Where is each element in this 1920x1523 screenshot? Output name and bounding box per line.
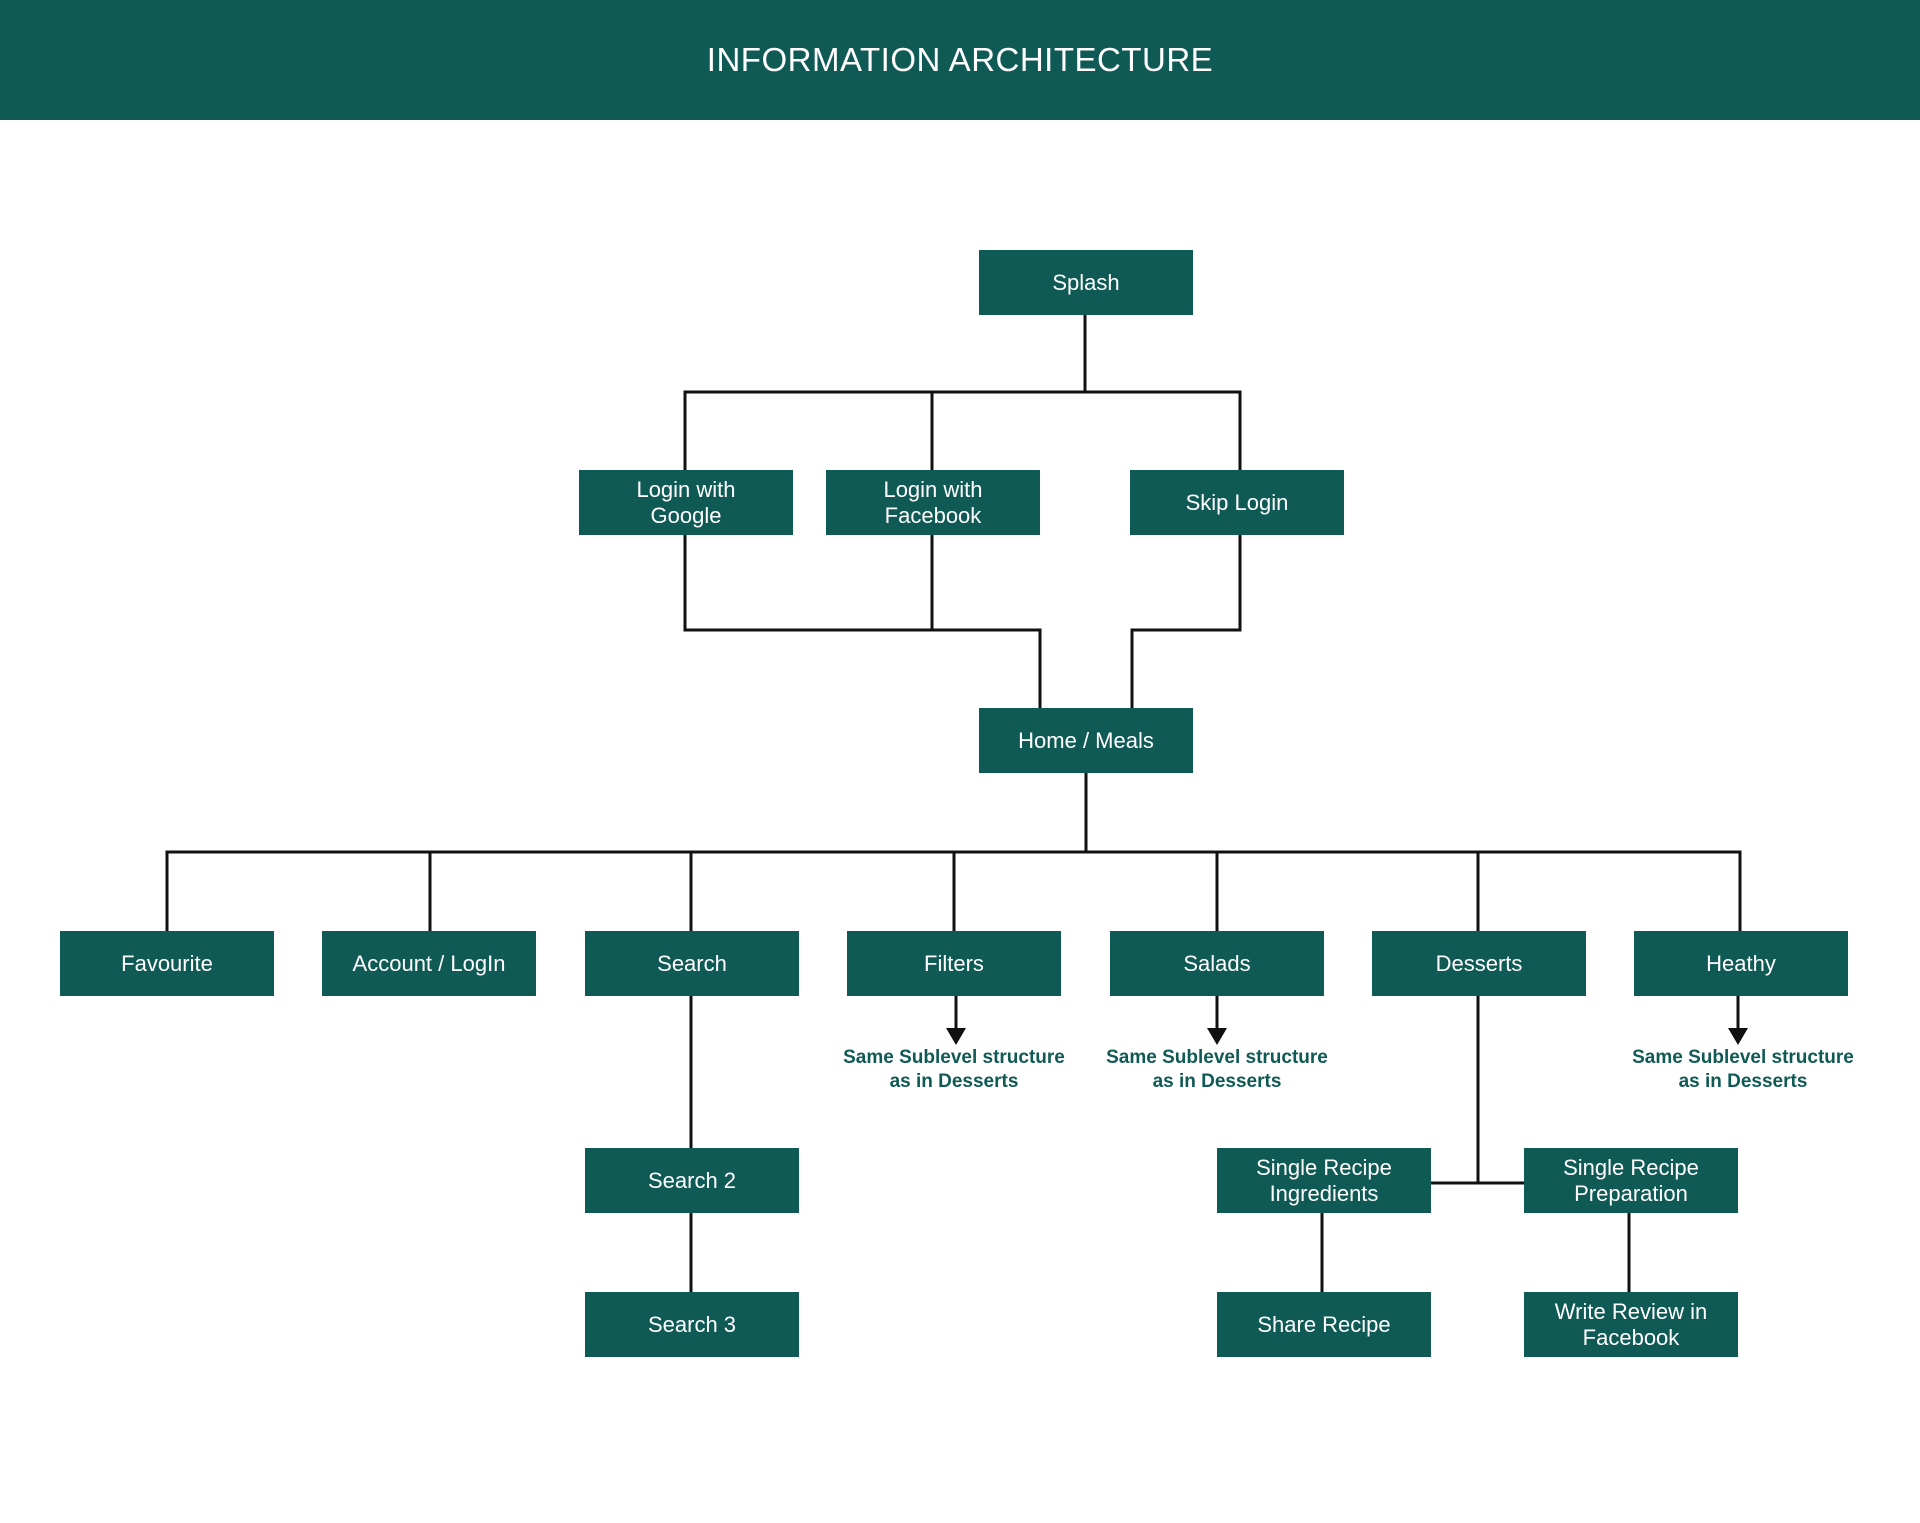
node-search-2: Search 2 (585, 1148, 799, 1213)
node-single-recipe-ingredients: Single Recipe Ingredients (1217, 1148, 1431, 1213)
header-bar: INFORMATION ARCHITECTURE (0, 0, 1920, 120)
node-write-review-in-facebook: Write Review in Facebook (1524, 1292, 1738, 1357)
node-search-3: Search 3 (585, 1292, 799, 1357)
page-title: INFORMATION ARCHITECTURE (706, 41, 1214, 78)
node-login-with-google: Login with Google (579, 470, 793, 535)
note-salads-sublevel: Same Sublevel structure as in Desserts (1106, 1047, 1328, 1092)
note-heathy-sublevel: Same Sublevel structure as in Desserts (1632, 1047, 1854, 1092)
node-home-meals: Home / Meals (979, 708, 1193, 773)
arrow-head-salads (1207, 1028, 1227, 1045)
node-login-with-facebook: Login with Facebook (826, 470, 1040, 535)
node-skip-login: Skip Login (1130, 470, 1344, 535)
node-filters: Filters (847, 931, 1061, 996)
node-search: Search (585, 931, 799, 996)
note-filters-sublevel: Same Sublevel structure as in Desserts (843, 1047, 1065, 1092)
node-salads: Salads (1110, 931, 1324, 996)
node-desserts: Desserts (1372, 931, 1586, 996)
arrow-head-filters (946, 1028, 966, 1045)
node-single-recipe-preparation: Single Recipe Preparation (1524, 1148, 1738, 1213)
node-heathy: Heathy (1634, 931, 1848, 996)
node-splash: Splash (979, 250, 1193, 315)
node-share-recipe: Share Recipe (1217, 1292, 1431, 1357)
node-account-login: Account / LogIn (322, 931, 536, 996)
arrow-head-heathy (1728, 1028, 1748, 1045)
node-favourite: Favourite (60, 931, 274, 996)
